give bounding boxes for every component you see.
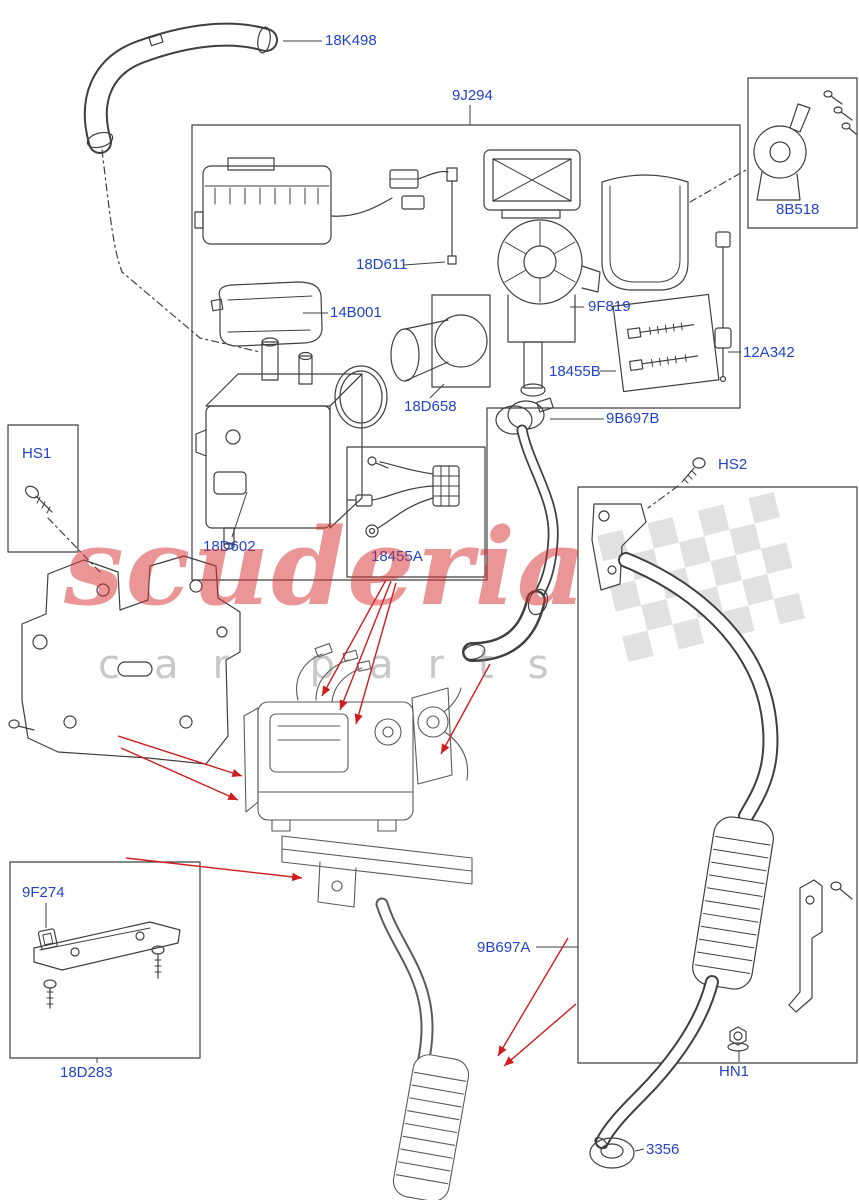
screw-hs1-icon [24, 485, 53, 514]
glow-pin-drawing [446, 167, 458, 265]
part-label-18455B[interactable]: 18455B [549, 363, 601, 380]
installed-assembly-drawing [243, 642, 473, 1200]
grommet-drawing [589, 1137, 635, 1169]
exhaust-pipe-kit-drawing [591, 503, 853, 1150]
part-label-9J294[interactable]: 9J294 [452, 87, 493, 104]
part-label-HN1[interactable]: HN1 [719, 1063, 750, 1080]
gasket-ring-drawing [334, 365, 388, 429]
part-label-18D602[interactable]: 18D602 [203, 538, 256, 555]
blower-tube-drawing [390, 294, 491, 388]
control-module-drawing [483, 149, 581, 219]
part-label-12A342[interactable]: 12A342 [743, 344, 795, 361]
exhaust-elbow-hose-drawing [462, 424, 559, 662]
fuel-fired-heater-drawing [195, 337, 363, 550]
part-label-9F819[interactable]: 9F819 [588, 298, 631, 315]
part-label-HS2[interactable]: HS2 [718, 456, 748, 473]
part-label-8B518[interactable]: 8B518 [776, 201, 820, 218]
fixing-bolts-drawing [627, 322, 699, 372]
red-callout-lines [117, 579, 577, 1067]
nut-hn1-icon [727, 1026, 749, 1052]
auxiliary-water-pump-drawing [753, 90, 857, 201]
wiring-harness-drawing [347, 456, 460, 538]
checkered-flag-watermark [597, 491, 806, 663]
part-label-18D658[interactable]: 18D658 [404, 398, 457, 415]
heater-ecu-cover-drawing [194, 157, 449, 245]
part-label-18455A[interactable]: 18455A [371, 548, 423, 565]
label-leader-lines [45, 40, 741, 1152]
part-label-9F274[interactable]: 9F274 [22, 884, 65, 901]
part-label-HS1[interactable]: HS1 [22, 445, 52, 462]
kit-outline-boxes [7, 77, 858, 1064]
part-label-9B697B[interactable]: 9B697B [606, 410, 660, 427]
part-label-9B697A[interactable]: 9B697A [477, 939, 531, 956]
part-label-18D283[interactable]: 18D283 [60, 1064, 113, 1081]
fuel-sensor-drawing [714, 231, 732, 383]
screw-hs2-icon [681, 457, 706, 484]
part-label-3356[interactable]: 3356 [646, 1141, 680, 1158]
air-intake-funnel-drawing [497, 219, 601, 397]
pipe-bracket-drawing [33, 921, 181, 1009]
part-label-18D611[interactable]: 18D611 [356, 256, 408, 273]
heater-mounting-bracket-drawing [8, 555, 241, 765]
mounting-duct-drawing [601, 174, 689, 291]
water-hose-drawing [83, 22, 278, 154]
insulation-cover-drawing [210, 281, 323, 347]
part-label-18K498[interactable]: 18K498 [325, 32, 377, 49]
part-label-14B001[interactable]: 14B001 [330, 304, 382, 321]
